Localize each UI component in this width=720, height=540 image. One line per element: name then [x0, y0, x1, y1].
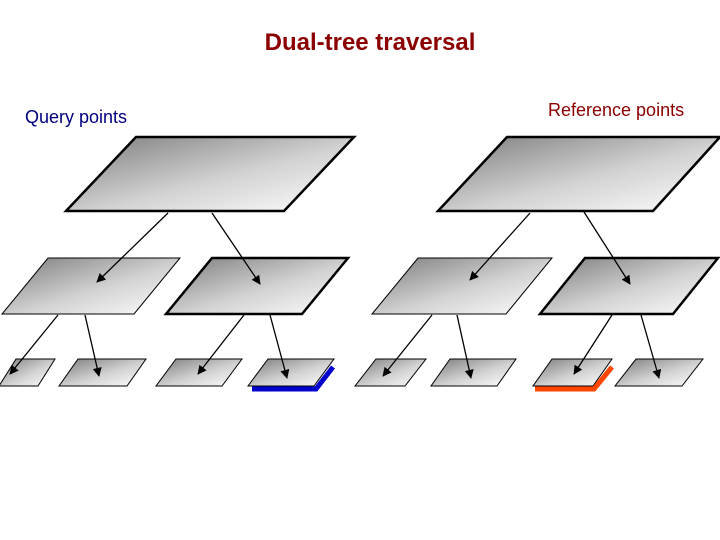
query-edge-root-right — [211, 212, 261, 285]
query-leaf-node-4-highlighted — [247, 358, 335, 387]
reference-edge-l1-leaf2 — [456, 314, 474, 379]
query-leaf-node-2 — [58, 358, 147, 387]
reference-edge-root-left — [469, 212, 531, 281]
reference-edge-l1-leaf4 — [640, 314, 662, 379]
query-edge-l1-leaf1 — [9, 314, 59, 375]
reference-highlight-bar — [535, 365, 614, 392]
slide-title: Dual-tree traversal — [264, 29, 476, 56]
query-edge-l1-leaf4 — [269, 314, 290, 379]
query-level1-node-right — [163, 256, 351, 316]
reference-leaf-node-1 — [353, 358, 428, 387]
query-tree-label: Query points — [25, 107, 128, 127]
reference-level1-node-right — [537, 256, 720, 316]
query-edge-l1-leaf2 — [84, 314, 102, 377]
reference-leaf-node-3-highlighted — [532, 358, 613, 387]
query-leaf-node-1 — [0, 358, 56, 387]
reference-tree-label: Reference points — [548, 100, 685, 120]
reference-edge-l1-leaf1 — [382, 314, 433, 377]
reference-edge-root-right — [583, 211, 631, 285]
reference-root-node — [435, 135, 720, 213]
reference-leaf-node-2 — [430, 358, 517, 387]
query-tree — [0, 135, 357, 392]
reference-level1-node-left — [370, 257, 554, 315]
query-edge-root-left — [96, 212, 169, 283]
query-root-node — [63, 135, 357, 213]
reference-edge-l1-leaf3 — [573, 314, 613, 375]
query-edge-l1-leaf3 — [197, 314, 245, 375]
reference-tree — [353, 135, 720, 392]
query-level1-node-left — [0, 257, 182, 315]
query-highlight-bar — [252, 365, 335, 392]
reference-leaf-node-4 — [613, 358, 705, 387]
